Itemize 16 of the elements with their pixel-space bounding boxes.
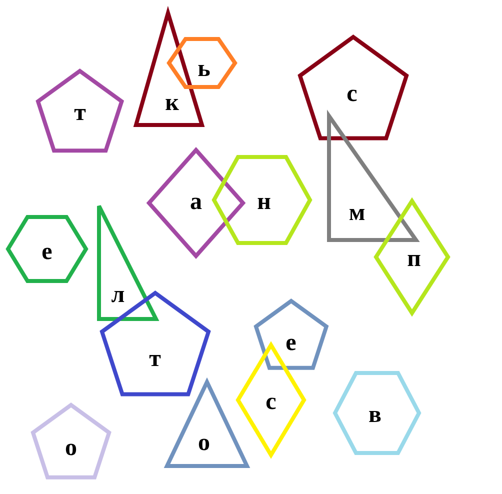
shape-letter: е xyxy=(286,331,296,355)
shape-letter: л xyxy=(111,283,125,307)
shape-letter: т xyxy=(74,101,86,125)
shape-letter: о xyxy=(198,431,210,455)
shape-letter: е xyxy=(42,240,52,264)
shape-letter: н xyxy=(257,190,271,214)
shape-letter: с xyxy=(266,390,276,414)
shape-letter: в xyxy=(368,403,382,427)
shape-letter: а xyxy=(190,190,202,214)
shape-letter: с xyxy=(346,82,358,106)
shape-letter: ь xyxy=(198,57,210,81)
shape-letter: о xyxy=(64,436,77,460)
shape-letter: к xyxy=(165,91,179,115)
shape-letter: п xyxy=(407,247,421,271)
shape-letter: м xyxy=(348,201,366,225)
shape-letter: т xyxy=(149,347,161,371)
